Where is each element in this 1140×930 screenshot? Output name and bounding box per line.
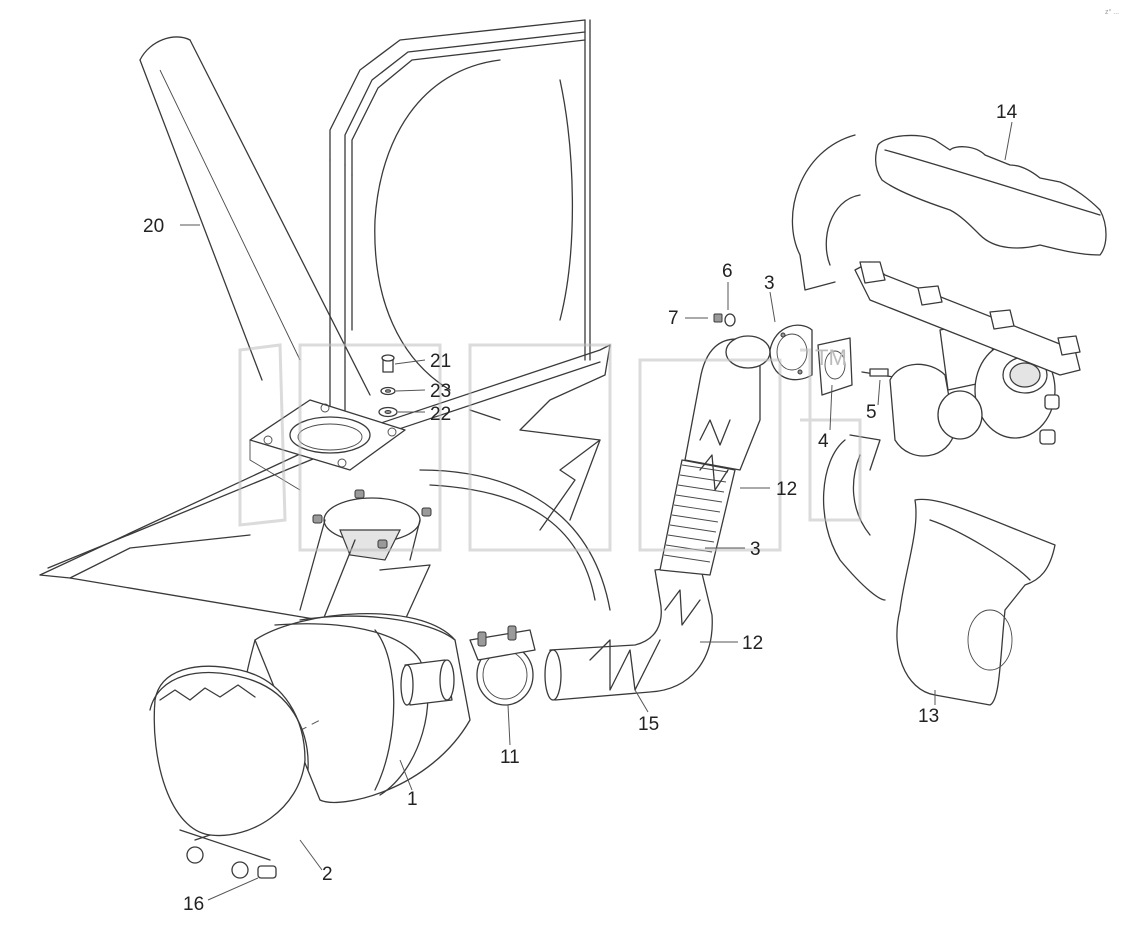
- radiator-shroud: [329, 19, 591, 441]
- callout-1: 1: [407, 789, 418, 810]
- callout-20: 20: [143, 216, 164, 237]
- assembly-arrows: [791, 134, 886, 601]
- support-bracket: [39, 344, 611, 621]
- callout-21: 21: [430, 351, 451, 372]
- bolt-21: [381, 354, 395, 373]
- callout-6: 6: [722, 261, 733, 282]
- callout-22: 22: [430, 404, 451, 425]
- callout-12-upper: 12: [776, 479, 797, 500]
- callout-4: 4: [818, 431, 829, 452]
- washer-23: [380, 386, 396, 396]
- callout-16: 16: [183, 894, 204, 915]
- callout-11: 11: [500, 747, 520, 768]
- nut-7: [713, 313, 723, 323]
- pipe-clamp-11: [469, 625, 536, 706]
- callout-7: 7: [668, 308, 679, 329]
- callout-12-lower: 12: [742, 633, 763, 654]
- connector-sleeve: [400, 659, 455, 706]
- callout-3-upper: 3: [764, 273, 775, 294]
- leader-lines: [180, 121, 1013, 901]
- washer-6: [724, 313, 736, 327]
- manifold-heat-shield: [875, 134, 1107, 256]
- watermark-mark: TM: [815, 345, 847, 370]
- intake-elbow: [896, 498, 1056, 706]
- callout-labels: 14 20 6 3 7 21 23 22 4 5 12 3 12 15 11 1…: [143, 102, 1018, 915]
- washer-22: [378, 406, 398, 418]
- muffler-inlet-stub: [299, 489, 432, 641]
- watermark: TM: [238, 343, 862, 552]
- exhaust-pipe-lower: [544, 564, 713, 701]
- callout-2: 2: [322, 864, 333, 885]
- exhaust-manifold: [854, 261, 1081, 376]
- callout-3-lower: 3: [750, 539, 761, 560]
- intake-flange: [249, 399, 406, 471]
- clamp-band: [149, 665, 309, 879]
- intake-pipe: [139, 36, 371, 396]
- callout-23: 23: [430, 381, 451, 402]
- callout-15: 15: [638, 714, 659, 735]
- callout-13: 13: [918, 706, 939, 727]
- flange-3: [769, 324, 813, 381]
- callout-14: 14: [996, 102, 1018, 123]
- corner-code: z° ...: [1105, 8, 1119, 16]
- turbocharger: [889, 319, 1060, 457]
- callout-5: 5: [866, 402, 877, 423]
- gasket-4: [817, 337, 853, 396]
